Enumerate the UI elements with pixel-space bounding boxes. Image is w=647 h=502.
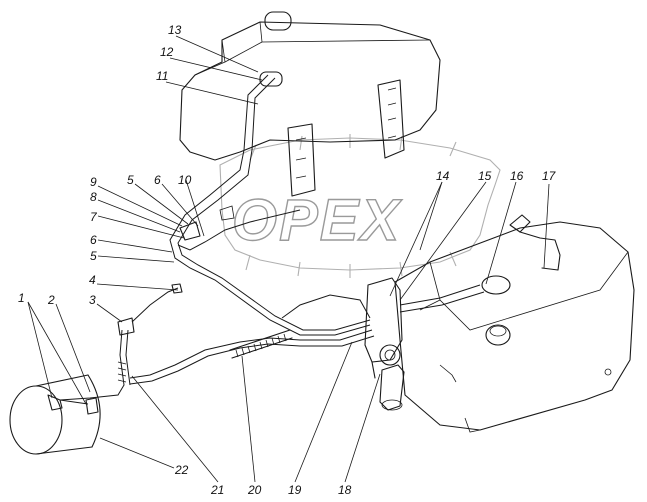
callout-2: 2: [47, 293, 55, 307]
callout-7: 7: [90, 210, 98, 224]
watermark-gear: [219, 137, 501, 271]
bracket-3: [117, 317, 135, 336]
callout-13: 13: [168, 23, 182, 37]
fuel-lines: [59, 74, 485, 401]
callout-5-lower: 5: [90, 249, 97, 263]
callout-20: 20: [247, 483, 262, 497]
clamp-10: [179, 221, 201, 241]
callout-15: 15: [478, 169, 492, 183]
callout-14: 14: [436, 169, 450, 183]
callout-17: 17: [542, 169, 557, 183]
callout-22: 22: [174, 463, 189, 477]
flexible-hose: [229, 329, 293, 359]
callout-4: 4: [89, 273, 96, 287]
callout-21: 21: [210, 483, 224, 497]
fuel-filter: [379, 364, 405, 411]
callout-5: 5: [127, 173, 134, 187]
callout-9: 9: [90, 175, 97, 189]
callout-11: 11: [156, 69, 168, 83]
watermark-logo: OPEX: [219, 134, 501, 278]
callout-19: 19: [288, 483, 302, 497]
callout-18: 18: [338, 483, 352, 497]
callout-12: 12: [160, 45, 174, 59]
tank-neck: [259, 71, 283, 87]
lower-tank-cap: [485, 324, 511, 346]
upper-fuel-tank: [179, 11, 441, 197]
cylindrical-receiver: [9, 374, 101, 455]
callout-16: 16: [510, 169, 524, 183]
callout-1: 1: [18, 291, 25, 305]
watermark-text: OPEX: [232, 188, 402, 253]
fuel-valve-assembly: [364, 275, 511, 411]
filler-cap-right: [481, 275, 511, 295]
lower-fuel-tank: [394, 214, 635, 433]
callout-6: 6: [154, 173, 161, 187]
callout-10: 10: [178, 173, 192, 187]
tank-cap: [264, 11, 292, 31]
callout-3: 3: [89, 293, 96, 307]
callout-labels: 13 12 11 9 8 7 6 5 5 6 10 4 3 1 2 14 15 …: [18, 23, 557, 497]
callout-6-lower: 6: [90, 233, 97, 247]
callout-8: 8: [90, 190, 97, 204]
leader-lines: [27, 35, 550, 483]
